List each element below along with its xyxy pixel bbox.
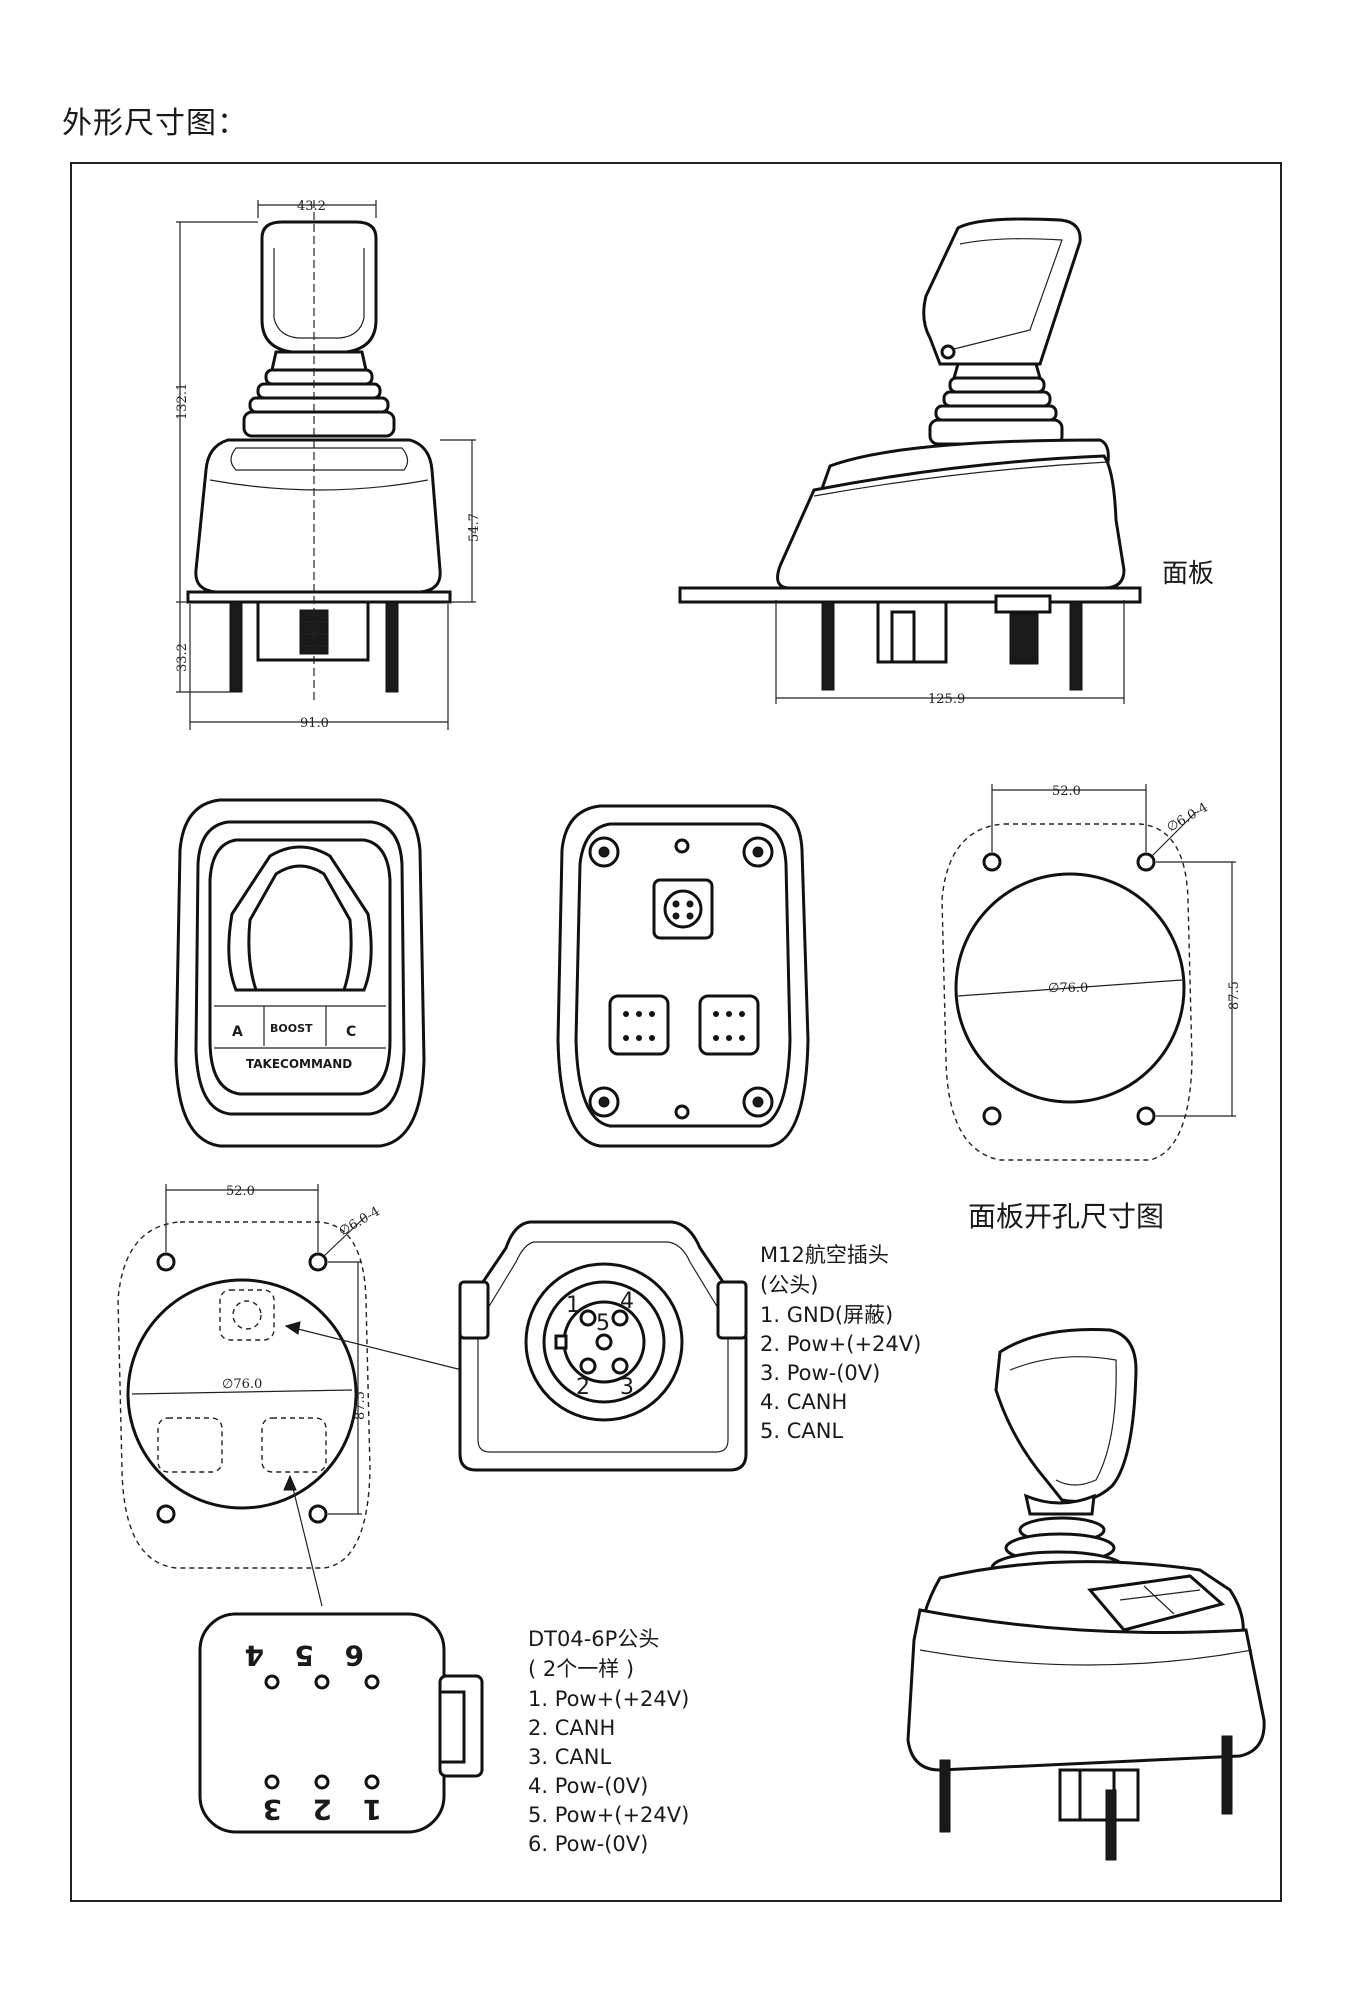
panel-cutout: 52.0 ∅6.0-4 ∅76.0 87.5 面板开孔尺寸图 xyxy=(941,784,1242,1233)
cutout-dim-hole-spacing: 52.0 xyxy=(1052,784,1081,799)
button-a: A xyxy=(232,1024,243,1040)
dt04-pin-3: 3 xyxy=(263,1793,282,1826)
cutout-caption: 面板开孔尺寸图 xyxy=(968,1200,1164,1233)
side-handle xyxy=(922,217,1082,366)
m12-pin-4: 4 xyxy=(620,1289,634,1314)
front-dim-height-total: 132.1 xyxy=(175,383,190,420)
m12-item: 5. CANL xyxy=(760,1419,843,1443)
cutout-dim-vertical-spacing: 87.5 xyxy=(1227,981,1242,1010)
m12-item: 3. Pow-(0V) xyxy=(760,1361,880,1385)
map-dim-hole-spacing: 52.0 xyxy=(226,1184,255,1199)
front-view: 43.2 132.1 54.7 33.2 91.0 xyxy=(175,199,482,731)
top-view: A BOOST C TAKECOMMAND xyxy=(174,798,426,1148)
button-boost: BOOST xyxy=(270,1022,313,1035)
front-boot xyxy=(270,350,368,372)
dt04-item: 2. CANH xyxy=(528,1716,615,1740)
map-dim-hole-diameter: ∅6.0-4 xyxy=(337,1204,383,1239)
panel-label: 面板 xyxy=(1162,559,1214,589)
dt04-pin-1: 1 xyxy=(363,1793,382,1826)
m12-subtitle: (公头) xyxy=(760,1273,818,1297)
m12-pin-1: 1 xyxy=(566,1293,580,1318)
brand-label: TAKECOMMAND xyxy=(246,1057,352,1071)
m12-item: 1. GND(屏蔽) xyxy=(760,1303,893,1327)
m12-pin-5: 5 xyxy=(596,1311,610,1336)
side-view: 面板 125.9 xyxy=(678,217,1214,707)
dt04-title: DT04-6P公头 xyxy=(528,1627,659,1651)
dt04-item: 4. Pow-(0V) xyxy=(528,1774,648,1798)
dt04-connector: 4 5 6 3 2 1 DT04-6P公头 ( 2个一样 ) 1. Pow+(+… xyxy=(198,1612,689,1856)
m12-pin-3: 3 xyxy=(620,1375,634,1400)
connector-map: 52.0 ∅6.0-4 ∅76.0 87.5 xyxy=(117,1184,463,1607)
dt04-pin-6: 6 xyxy=(345,1639,364,1672)
dt04-pin-5: 5 xyxy=(295,1639,314,1672)
cutout-dim-hole-diameter: ∅6.0-4 xyxy=(1165,800,1211,835)
dt04-pin-4: 4 xyxy=(245,1639,264,1672)
front-dim-width-top: 43.2 xyxy=(297,199,326,214)
iso-handle xyxy=(994,1328,1138,1503)
dt04-pin-2: 2 xyxy=(313,1793,332,1826)
map-dim-vertical-spacing: 87.5 xyxy=(353,1391,368,1420)
front-dim-height-bottom: 33.2 xyxy=(175,643,190,672)
bottom-view xyxy=(556,804,810,1148)
isometric-view xyxy=(906,1328,1266,1861)
m12-pin-2: 2 xyxy=(576,1375,590,1400)
m12-title: M12航空插头 xyxy=(760,1243,889,1267)
panel-plate xyxy=(678,586,1142,604)
dt04-item: 1. Pow+(+24V) xyxy=(528,1687,689,1711)
dt04-subtitle: ( 2个一样 ) xyxy=(528,1657,634,1681)
page-title: 外形尺寸图： xyxy=(62,106,248,141)
front-dim-height-body: 54.7 xyxy=(467,513,482,542)
m12-connector: 1 2 3 4 5 M12航空插头 (公头) 1. GND(屏蔽) 2. Pow… xyxy=(458,1220,921,1472)
dt04-item: 5. Pow+(+24V) xyxy=(528,1803,689,1827)
dt04-item: 3. CANL xyxy=(528,1745,611,1769)
front-body xyxy=(194,438,442,594)
m12-item: 2. Pow+(+24V) xyxy=(760,1332,921,1356)
dt04-item: 6. Pow-(0V) xyxy=(528,1832,648,1856)
drawing-frame xyxy=(70,162,1282,1902)
iso-body xyxy=(906,1608,1266,1772)
front-handle xyxy=(260,220,378,354)
front-dim-width-base: 91.0 xyxy=(300,716,329,731)
cutout-dim-center-diameter: ∅76.0 xyxy=(1048,981,1088,996)
side-dim-width-base: 125.9 xyxy=(928,692,965,707)
map-dim-center-diameter: ∅76.0 xyxy=(222,1377,262,1392)
m12-item: 4. CANH xyxy=(760,1390,847,1414)
button-c: C xyxy=(346,1024,356,1040)
